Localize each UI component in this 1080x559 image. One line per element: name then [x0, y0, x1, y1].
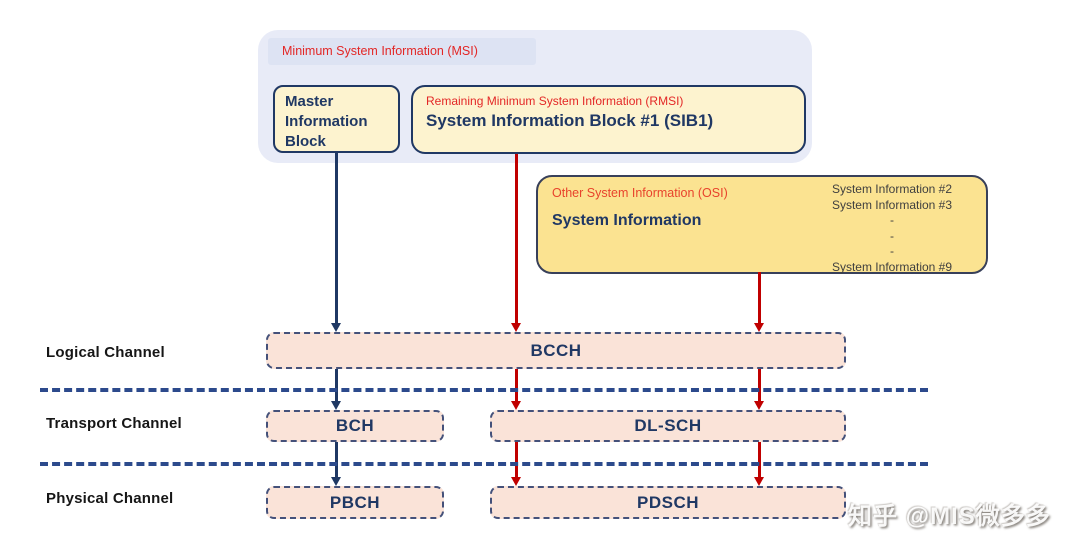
arrow-bcch-to-bch [331, 369, 341, 410]
transport-physical-separator [40, 462, 928, 466]
arrow-bch-to-pbch [331, 442, 341, 486]
mib-box: Master Information Block [273, 85, 400, 153]
arrow-dlsch-to-pdsch [511, 442, 521, 486]
arrow-mib-to-bcch [331, 153, 341, 332]
osi-item: - [890, 213, 894, 227]
pbch-box: PBCH [266, 486, 444, 519]
osi-item: - [890, 244, 894, 258]
pbch-title: PBCH [329, 492, 381, 512]
arrow-osi-to-bcch [754, 272, 764, 332]
bch-title: BCH [335, 416, 375, 435]
osi-box: Other System Information (OSI) System In… [536, 175, 988, 274]
logical-transport-separator [40, 388, 928, 392]
osi-item: - [890, 228, 894, 243]
pdsch-box: PDSCH [490, 486, 846, 519]
zhihu-watermark: 知乎 @MIS微多多 [848, 503, 1051, 530]
bcch-box: BCCH [266, 332, 846, 369]
osi-label: Other System Information (OSI) [552, 186, 728, 200]
bcch-title: BCCH [530, 340, 582, 360]
pdsch-title: PDSCH [636, 492, 699, 512]
row-label-physical: Physical Channel [46, 490, 174, 507]
arrow-bcch-to-dlsch [511, 369, 521, 410]
dlsch-box: DL-SCH [490, 410, 846, 442]
arrow-bcch-to-dlsch2 [754, 369, 764, 410]
bch-box: BCH [266, 410, 444, 442]
osi-item: System Information #3 [831, 197, 953, 212]
arrow-sib1-to-bcch [511, 154, 521, 332]
row-label-transport: Transport Channel [46, 415, 182, 432]
osi-title: System Information [552, 212, 702, 229]
mib-title: Master Information Block [285, 93, 368, 150]
sib1-box: Remaining Minimum System Information (RM… [411, 85, 806, 154]
rmsi-label: Remaining Minimum System Information (RM… [426, 94, 684, 108]
sib1-title: System Information Block #1 (SIB1) [426, 111, 714, 130]
msi-group-label: Minimum System Information (MSI) [268, 38, 536, 65]
osi-item: System Information #9 [831, 259, 953, 274]
row-label-logical: Logical Channel [46, 344, 165, 361]
osi-item-list: System Information #2 System Information… [808, 182, 976, 275]
dlsch-title: DL-SCH [634, 416, 702, 435]
arrow-dlsch-to-pdsch2 [754, 442, 764, 486]
osi-item: System Information #2 [831, 182, 953, 196]
